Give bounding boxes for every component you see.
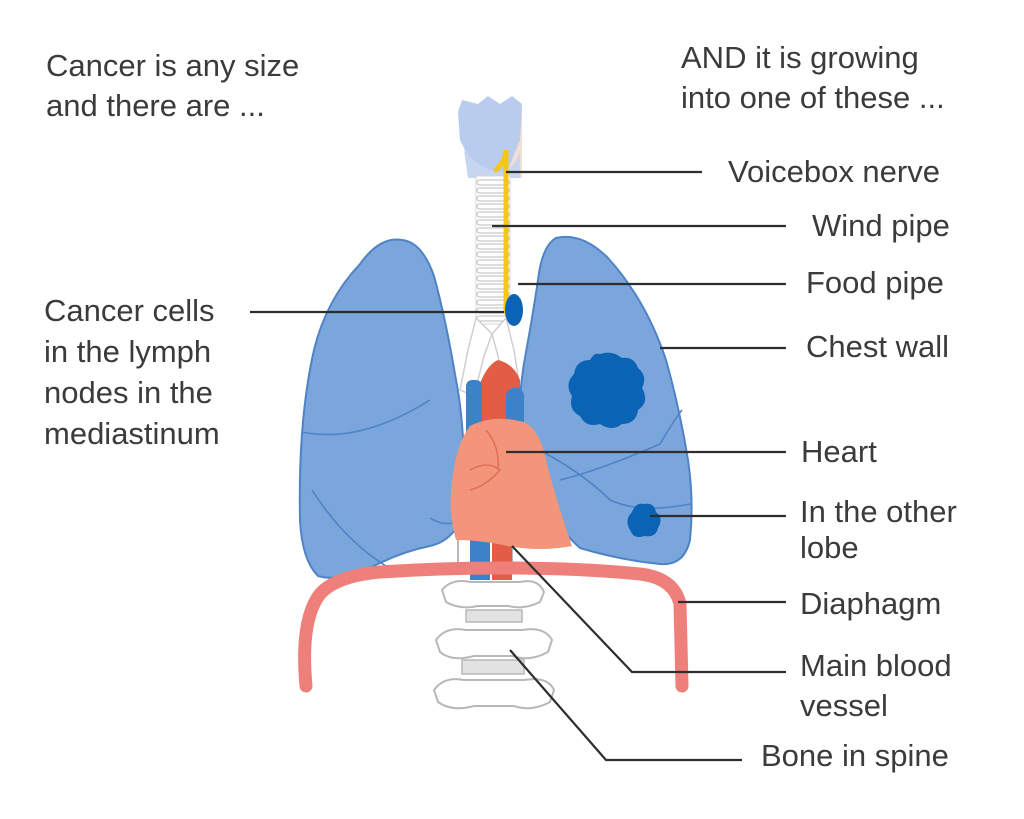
wind-pipe-ring [476, 235, 510, 242]
intro-left-line: Cancer is any size [46, 48, 300, 83]
left-lung [298, 238, 465, 579]
label-text: mediastinum [44, 416, 220, 451]
label-text: in the lymph [44, 334, 212, 369]
wind-pipe-ring [476, 211, 510, 218]
label-text: nodes in the [44, 375, 213, 410]
wind-pipe-ring [476, 227, 510, 234]
label-text: Wind pipe [812, 208, 950, 243]
intro-left-line: and there are ... [46, 88, 265, 123]
wind-pipe-ring [476, 259, 510, 266]
wind-pipe-ring [476, 267, 510, 274]
leader-lines [250, 170, 786, 762]
label-text: lobe [800, 530, 859, 565]
label-main-blood-vessel: Main blood vessel [800, 646, 952, 726]
main-tumour [568, 352, 646, 428]
label-heart: Heart [801, 432, 877, 472]
label-text: Cancer cells [44, 293, 215, 328]
intro-right-line: AND it is growing [681, 40, 919, 75]
label-voicebox-nerve: Voicebox nerve [728, 152, 940, 192]
lobe-tumour [627, 503, 661, 538]
wind-pipe-ring [476, 283, 510, 290]
label-text: Voicebox nerve [728, 154, 940, 189]
wind-pipe-ring [476, 203, 510, 210]
label-food-pipe: Food pipe [806, 263, 944, 303]
wind-pipe-ring [476, 251, 510, 258]
wind-pipe-ring [476, 275, 510, 282]
wind-pipe-ring [476, 195, 510, 202]
label-chest-wall: Chest wall [806, 327, 949, 367]
intro-right-line: into one of these ... [681, 80, 945, 115]
label-bone-in-spine: Bone in spine [761, 736, 949, 776]
larynx [458, 96, 522, 178]
wind-pipe [475, 175, 511, 325]
lymph-node-tumour [505, 294, 523, 326]
label-text: Bone in spine [761, 738, 949, 773]
label-text: Main blood [800, 648, 952, 683]
label-text: Diaphagm [800, 586, 942, 621]
leader-bone-in-spine [509, 649, 742, 762]
label-text: In the other [800, 494, 957, 529]
wind-pipe-ring [476, 187, 510, 194]
label-text: vessel [800, 688, 888, 723]
label-wind-pipe: Wind pipe [812, 206, 950, 246]
diaphragm [298, 561, 689, 693]
label-lymph-nodes: Cancer cells in the lymph nodes in the m… [44, 290, 220, 454]
wind-pipe-ring [476, 179, 510, 186]
intro-left-text: Cancer is any size and there are ... [46, 46, 299, 126]
wind-pipe-ring [476, 243, 510, 250]
label-diaphragm: Diaphagm [800, 584, 941, 624]
label-text: Heart [801, 434, 877, 469]
wind-pipe-ring [476, 291, 510, 298]
intro-right-text: AND it is growing into one of these ... [681, 38, 945, 118]
label-text: Chest wall [806, 329, 949, 364]
leader-main-blood-vessel [511, 545, 786, 674]
label-other-lobe: In the other lobe [800, 494, 957, 566]
label-text: Food pipe [806, 265, 944, 300]
